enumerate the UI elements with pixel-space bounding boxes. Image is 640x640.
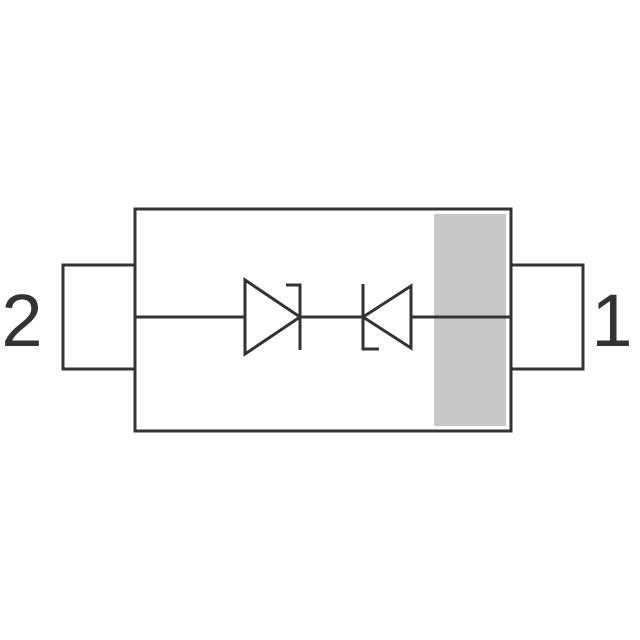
zener-diode-left: [243, 277, 303, 357]
package-body: [133, 207, 513, 433]
left-lead: [61, 263, 135, 371]
pin-label-left: 2: [1, 279, 42, 362]
right-lead: [511, 263, 585, 371]
cathode-band: [434, 214, 506, 426]
zener-diode-left-triangle: [243, 277, 303, 357]
pin-label-right: 1: [591, 279, 632, 362]
zener-diode-right-cathode: [361, 284, 379, 351]
zener-diode-right: [360, 283, 413, 351]
zener-diode-right-triangle: [360, 283, 413, 351]
zener-diode-left-cathode: [286, 283, 302, 350]
